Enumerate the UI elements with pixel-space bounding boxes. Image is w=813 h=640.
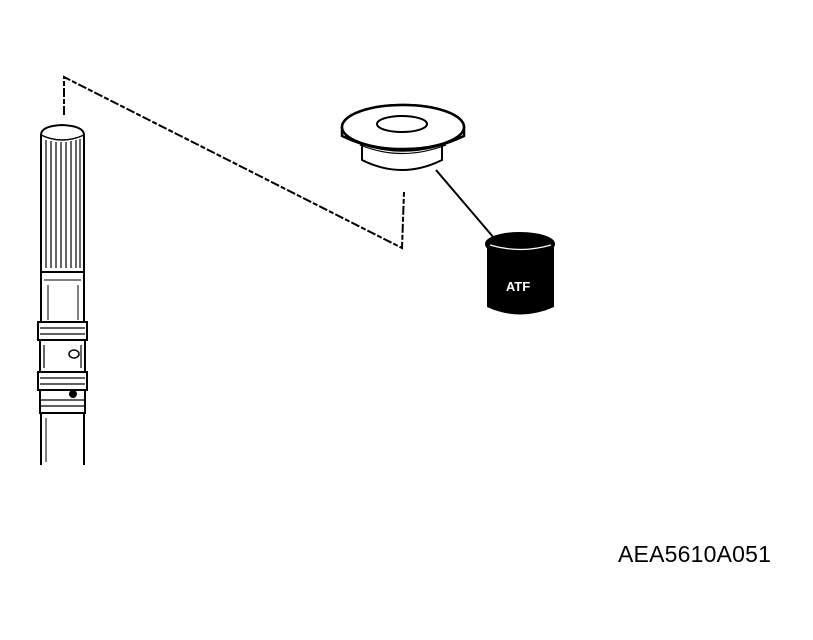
shaft-assembly [37, 123, 88, 465]
seal-ring [340, 103, 466, 171]
fluid-can: ATF [485, 232, 555, 315]
figure-code: AEA5610A051 [618, 541, 772, 567]
leader-line-seal-to-can [435, 169, 495, 239]
leader-line-shaft-to-seal [63, 75, 405, 250]
fluid-label: ATF [506, 279, 530, 294]
